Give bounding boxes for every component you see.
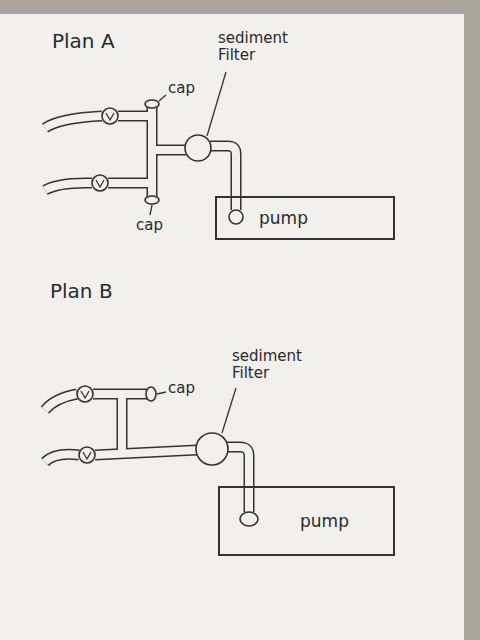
plan-heading: Plan B [50, 280, 113, 303]
pump-label: pump [259, 208, 308, 228]
cap-label: cap [136, 217, 163, 234]
plan-heading: Plan A [52, 30, 115, 53]
pump-box: pump [215, 196, 395, 240]
filter-label: sediment Filter [218, 30, 302, 65]
filter-label: sediment Filter [232, 348, 316, 383]
pump-label: pump [300, 511, 349, 531]
pump-box: pump [218, 486, 395, 556]
cap-label: cap [168, 80, 195, 97]
cap-label: cap [168, 380, 195, 397]
